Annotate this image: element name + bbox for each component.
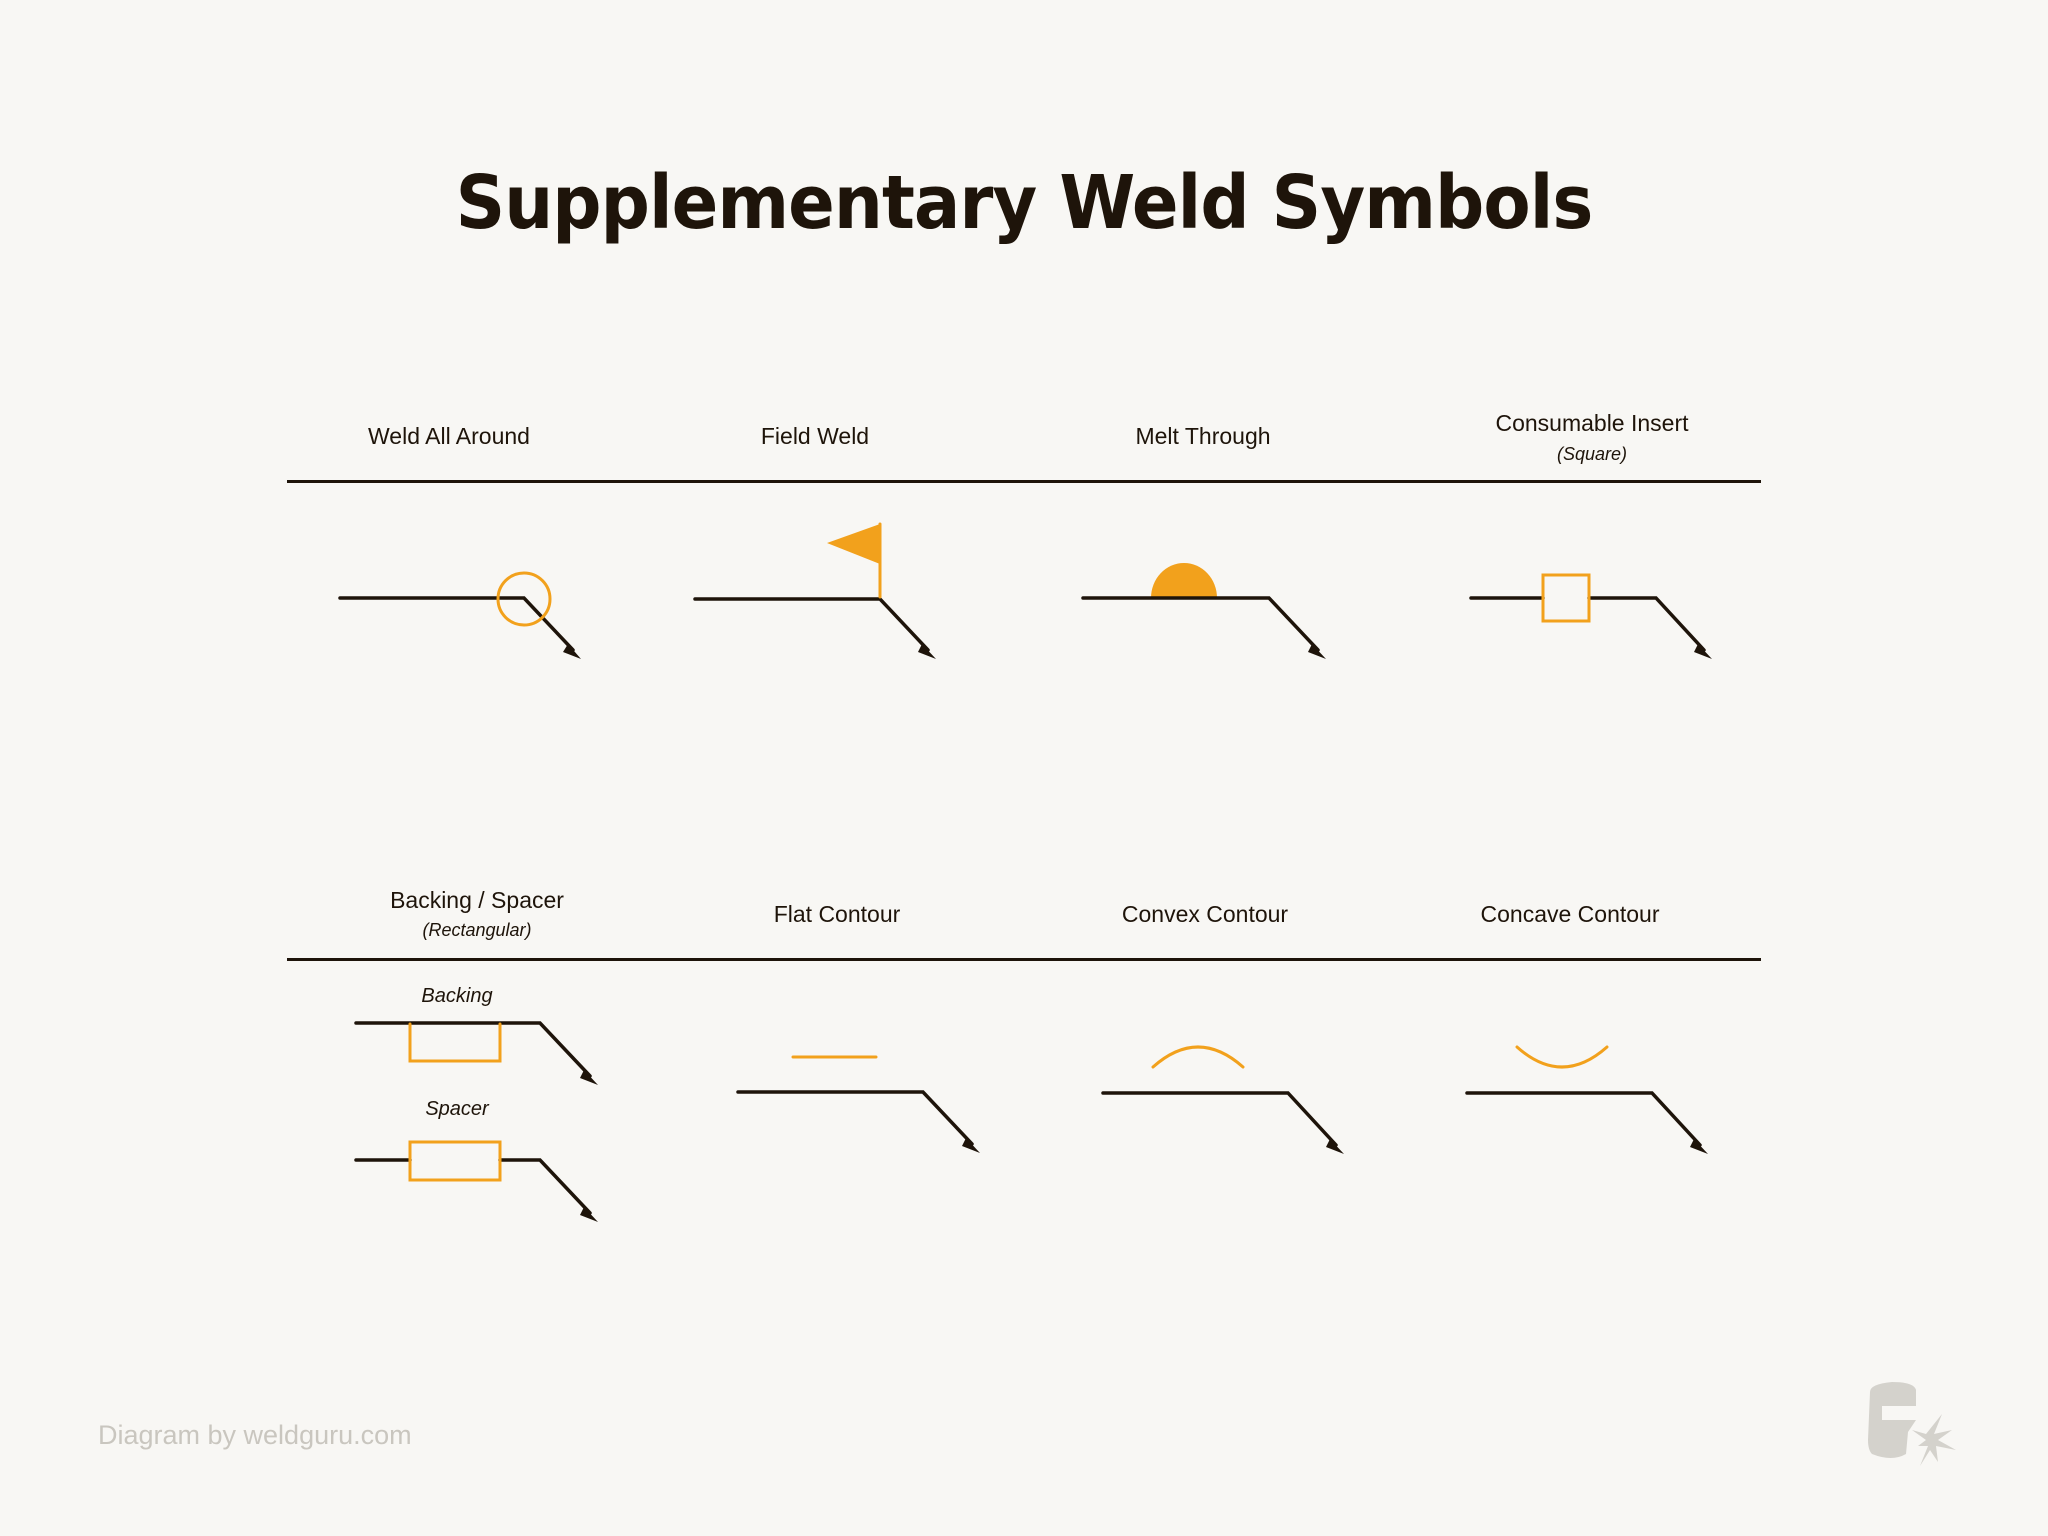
sublabel-rectangular: (Rectangular) (422, 920, 532, 940)
credit-text: Diagram by weldguru.com (98, 1420, 412, 1450)
variant-label-backing: Backing (421, 985, 493, 1007)
welding-helmet-spark-icon (1868, 1382, 1956, 1466)
consumable-insert-symbol (1469, 573, 1712, 659)
melt-through-symbol (1081, 563, 1326, 659)
row-2-divider (287, 958, 1761, 961)
concave-contour-symbol (1465, 1045, 1708, 1154)
variant-label-spacer: Spacer (425, 1098, 489, 1120)
row-1-divider (287, 480, 1761, 483)
flat-contour-symbol (736, 1055, 980, 1153)
label-consumable-insert: Consumable Insert (1495, 410, 1689, 436)
label-flat-contour: Flat Contour (773, 901, 901, 927)
weld-all-around-symbol (338, 571, 581, 659)
convex-contour-symbol (1101, 1045, 1344, 1154)
label-field-weld: Field Weld (760, 423, 870, 449)
spacer-symbol (354, 1140, 598, 1222)
backing-symbol (354, 1021, 598, 1085)
label-weld-all-around: Weld All Around (368, 423, 530, 449)
label-backing-spacer: Backing / Spacer (390, 887, 564, 913)
page-title: Supplementary Weld Symbols (455, 160, 1594, 246)
sublabel-square: (Square) (1556, 444, 1628, 464)
label-melt-through: Melt Through (1135, 423, 1271, 449)
label-convex-contour: Convex Contour (1121, 901, 1289, 927)
field-weld-symbol (693, 522, 936, 659)
label-concave-contour: Concave Contour (1480, 901, 1660, 927)
